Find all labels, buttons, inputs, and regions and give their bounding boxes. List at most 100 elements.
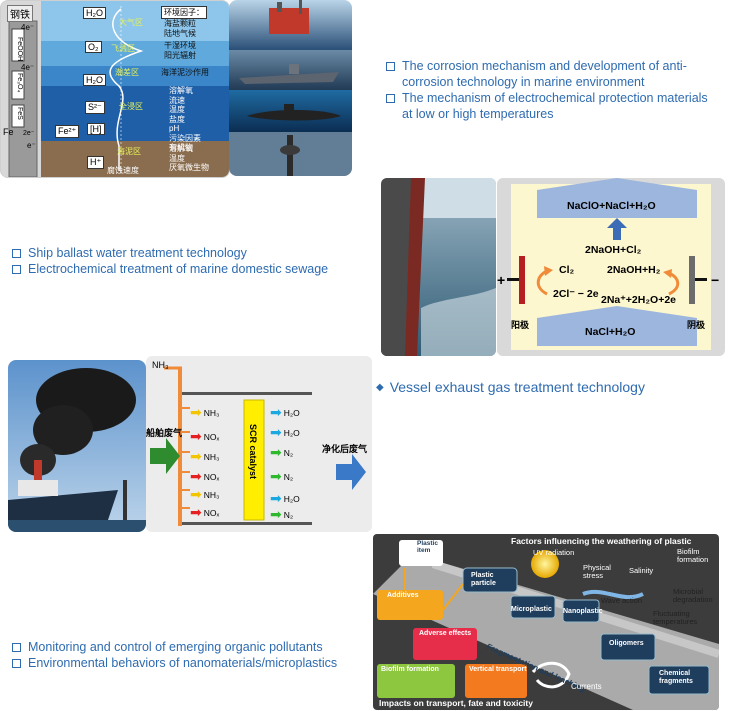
plastic-item-label: Plastic item — [417, 540, 438, 554]
salinity-label: Salinity — [629, 566, 654, 575]
oligomers-label: Oligomers — [609, 640, 644, 647]
impacts-label: Impacts on transport, fate and toxicity — [379, 698, 533, 708]
yellow-arrow-icon: ➡ — [190, 448, 202, 464]
electrolysis-shapes — [507, 178, 707, 346]
corrosion-speed-label: 腐蚀速度 — [107, 166, 139, 175]
plastic-particle-label: Plastic particle — [471, 572, 496, 587]
physical-stress-label: Physical stress — [583, 563, 611, 580]
scr-out-row: ➡N₂ — [270, 468, 294, 484]
bullets-pollutants: Monitoring and control of emerging organ… — [12, 639, 372, 671]
chem-hplus: H⁺ — [87, 156, 105, 169]
scr-out-row: ➡H₂O — [270, 404, 300, 420]
scr-in-row: ➡NOₓ — [190, 428, 220, 444]
electron-label-1: 4e⁻ — [21, 23, 35, 32]
bullet-item: Ship ballast water treatment technology — [12, 245, 372, 261]
diamond-bullet-icon: ◆ — [376, 381, 384, 393]
ship-deck-image — [381, 178, 496, 356]
zone-splash: 飞溅区 — [111, 44, 135, 53]
green-arrow-icon: ➡ — [270, 444, 282, 460]
exhaust-image — [8, 360, 146, 532]
scr-out-row: ➡N₂ — [270, 506, 294, 522]
yellow-arrow-icon: ➡ — [190, 404, 202, 420]
fluctuating-label: Fluctuating temperatures — [653, 609, 698, 626]
factors-tidal: 海洋泥沙作用 — [161, 68, 209, 77]
plus-terminal: + — [497, 272, 506, 288]
vertical-label: Vertical transport — [469, 666, 527, 673]
scr-in-row: ➡NOₓ — [190, 504, 220, 520]
zone-atmosphere: 大气区 — [119, 18, 143, 27]
square-bullet-icon — [12, 265, 21, 274]
scr-shapes — [150, 366, 366, 526]
zone-tidal: 潮差区 — [115, 68, 139, 77]
uv-label: UV radiation — [533, 548, 575, 557]
red-arrow-icon: ➡ — [190, 468, 202, 484]
vertical-label-fe3o4: Fe₃O₄ — [16, 73, 23, 93]
electrolysis-diagram: NaClO+NaCl+H₂O 2NaOH+Cl₂ Cl₂ 2NaOH+H₂ 2C… — [497, 178, 725, 356]
scr-out-row: ➡H₂O — [270, 490, 300, 506]
zone-immersion: 全浸区 — [119, 102, 143, 111]
factors-splash: 干湿环境 阳光辐射 — [164, 41, 196, 60]
ships-collage — [229, 0, 352, 176]
bullets-corrosion: The corrosion mechanism and development … — [386, 58, 716, 122]
electron-label-3: 2e⁻ — [23, 130, 35, 137]
corrosion-diagram — [8, 1, 229, 177]
exhaust-photo — [8, 360, 146, 532]
cl2-label: Cl₂ — [559, 264, 575, 276]
yellow-arrow-icon: ➡ — [190, 486, 202, 502]
additives-label: Additives — [387, 592, 419, 599]
currents-label: Currents — [571, 682, 602, 691]
bullet-item: The mechanism of electrochemical protect… — [386, 90, 716, 122]
scr-catalyst-label: SCR catalyst — [248, 424, 258, 480]
square-bullet-icon — [12, 659, 21, 668]
input-label: NaCl+H₂O — [585, 326, 636, 338]
green-arrow-icon: ➡ — [270, 506, 282, 522]
e-label: e⁻ — [27, 141, 36, 150]
chemical-label: Chemical fragments — [659, 670, 693, 685]
cathode-label: 阴极 — [687, 320, 706, 330]
square-bullet-icon — [12, 643, 21, 652]
zone-mud: 海泥区 — [117, 147, 141, 156]
vertical-label-feooh: FeOOH — [16, 37, 23, 62]
wave-label: Wave action — [601, 596, 642, 605]
factor-header: 环境因子： — [161, 6, 207, 19]
scr-in-row: ➡NH₃ — [190, 404, 220, 420]
scr-out-row: ➡N₂ — [270, 444, 294, 460]
vertical-label-fes: FeS — [16, 107, 23, 120]
anode-reaction-label: 2Cl⁻ − 2e — [553, 288, 599, 300]
square-bullet-icon — [386, 94, 395, 103]
electron-label-2: 4e⁻ — [21, 63, 35, 72]
ships-photo-panel — [229, 0, 352, 176]
bullet-item: Environmental behaviors of nanomaterials… — [12, 655, 372, 671]
scr-in-row: ➡NH₃ — [190, 486, 220, 502]
naoh-h2-label: 2NaOH+H₂ — [607, 264, 661, 276]
minus-terminal: − — [711, 272, 720, 288]
factors-immersion: 溶解氧 流速 温度 盐度 pH 污染因素 有机物 — [169, 86, 201, 152]
plastic-weathering-panel: Factors influencing the weathering of pl… — [373, 534, 719, 710]
anode-label: 阳极 — [511, 320, 530, 330]
microbial-label: Microbial degradation — [673, 587, 713, 604]
naoh-cl2-label: 2NaOH+Cl₂ — [585, 244, 642, 256]
chem-o2: O₂ — [85, 41, 102, 53]
adverse-label: Adverse effects — [419, 630, 472, 637]
top-product-label: NaClO+NaCl+H₂O — [567, 200, 656, 212]
material-label: 钢铁 — [7, 5, 33, 22]
corrosion-diagram-panel: 钢铁 4e⁻ FeOOH 4e⁻ Fe₃O₄ FeS Fe 2e⁻ e⁻ H₂O… — [0, 0, 230, 178]
plastic-title: Factors influencing the weathering of pl… — [511, 536, 692, 546]
red-arrow-icon: ➡ — [190, 504, 202, 520]
square-bullet-icon — [386, 62, 395, 71]
scr-nh3-top: NH₃ — [152, 360, 169, 370]
factors-mud: 溶解氧 温度 厌氧微生物 — [169, 144, 209, 172]
bullet-item: Electrochemical treatment of marine dome… — [12, 261, 372, 277]
blue-arrow-icon: ➡ — [270, 404, 282, 420]
chem-h2o-2: H₂O — [83, 74, 106, 86]
chem-fe2: Fe²⁺ — [55, 125, 80, 138]
bullets-ballast: Ship ballast water treatment technology … — [12, 245, 372, 277]
factors-atmos: 海盐颗粒 陆地气候 — [164, 19, 196, 38]
scr-in-row: ➡NH₃ — [190, 448, 220, 464]
bullet-item: Monitoring and control of emerging organ… — [12, 639, 372, 655]
scr-in-row: ➡NOₓ — [190, 468, 220, 484]
biofilm2-label: Biofilm formation — [381, 666, 439, 673]
scr-diagram: NH₃ 船舶废气 净化后废气 SCR catalyst ➡NH₃ ➡NOₓ ➡N… — [146, 356, 372, 532]
blue-arrow-icon: ➡ — [270, 490, 282, 506]
green-arrow-icon: ➡ — [270, 468, 282, 484]
